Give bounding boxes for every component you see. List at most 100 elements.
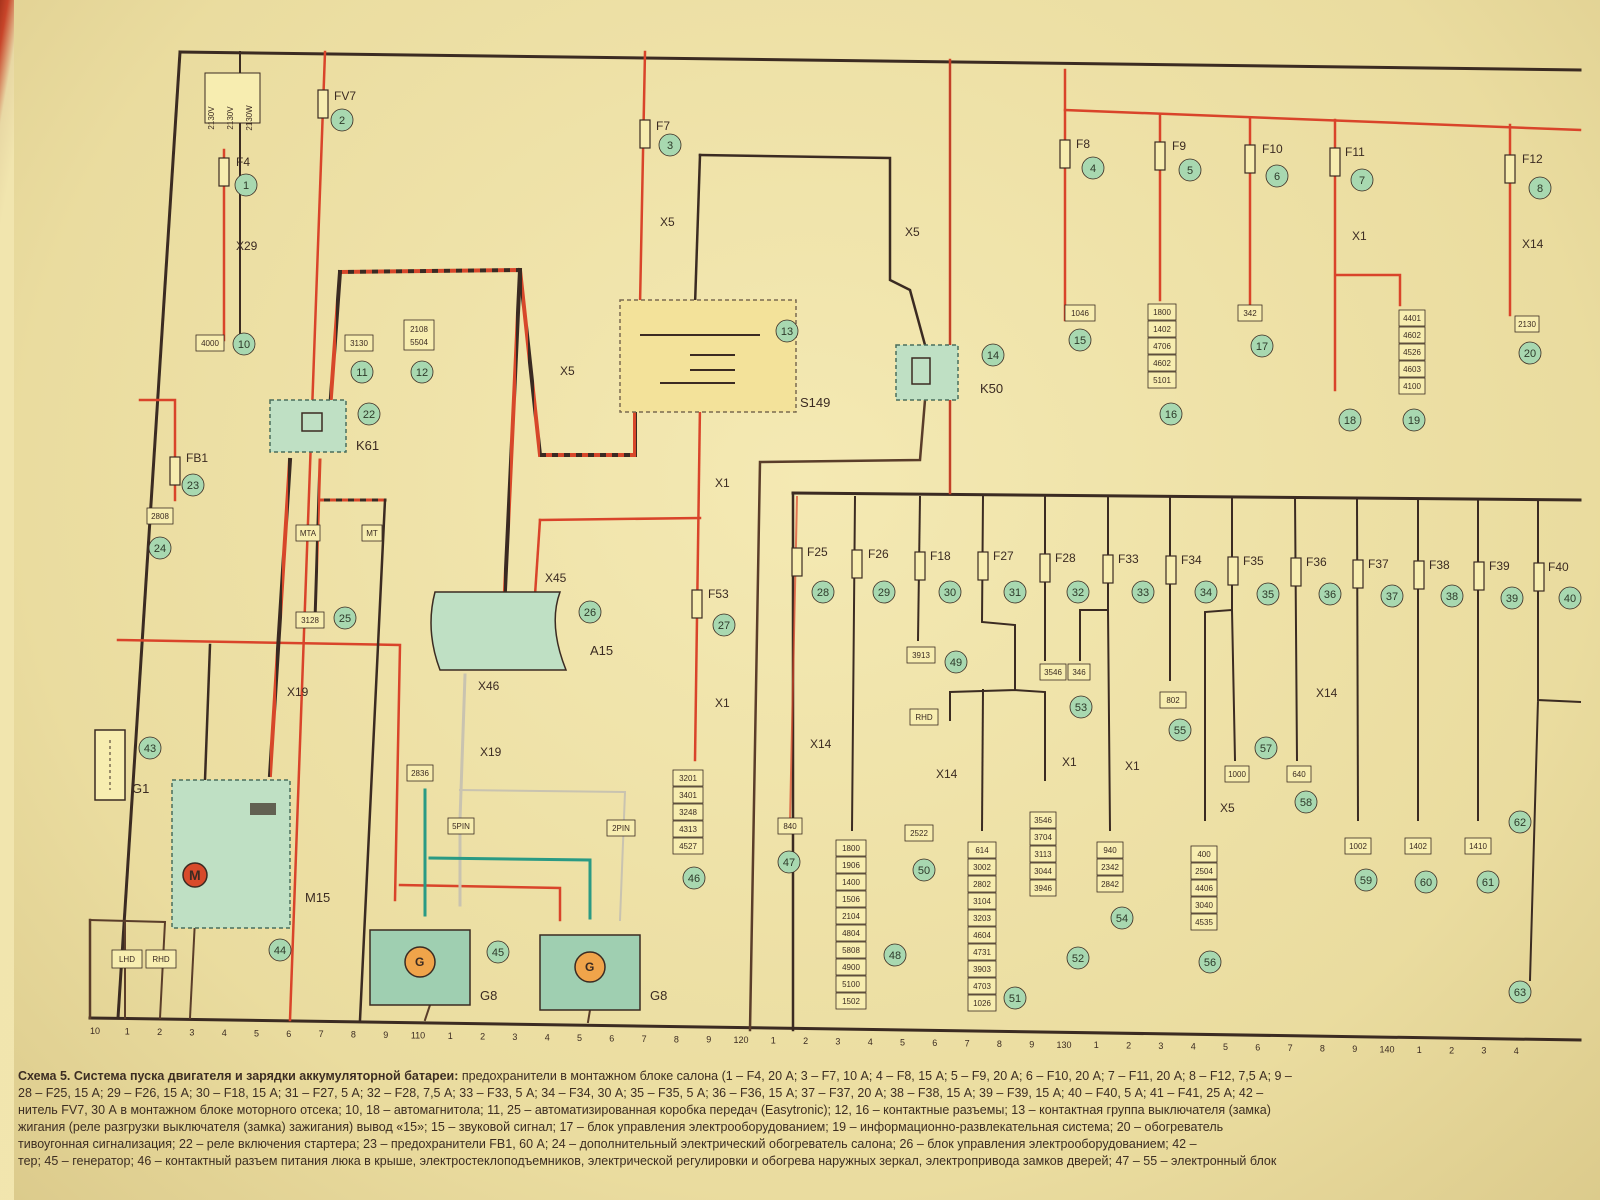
code-stack-cell <box>1398 360 1426 378</box>
fuse-label: F7 <box>656 119 670 133</box>
component-label: M15 <box>305 890 330 905</box>
code-stack-value: 5100 <box>842 980 860 989</box>
code-stack-cell <box>967 960 997 978</box>
component-label: K50 <box>980 381 1003 396</box>
bottom-scale-number: 1 <box>448 1031 453 1041</box>
code-stack-value: 3203 <box>973 914 991 923</box>
code-box: 3128 <box>301 616 319 625</box>
code-stack-cell <box>967 926 997 944</box>
code-stack-value: 3903 <box>973 965 991 974</box>
bottom-scale-number: 3 <box>1158 1041 1163 1051</box>
code-box: 2130V <box>226 106 235 130</box>
code-box: 3130 <box>350 339 368 348</box>
component-label: G8 <box>480 988 497 1003</box>
connector-label: X1 <box>715 476 730 490</box>
callout-number: 4 <box>1090 163 1096 175</box>
fuse-label: F34 <box>1181 553 1202 567</box>
bottom-scale-number: 1 <box>1094 1040 1099 1050</box>
code-stack-value: 1402 <box>1153 325 1171 334</box>
code-stack-cell <box>835 873 867 891</box>
bottom-scale-number: 1 <box>771 1036 776 1046</box>
code-stack-cell <box>967 909 997 927</box>
callout-number: 45 <box>492 947 504 959</box>
fuse-label: F10 <box>1262 142 1283 156</box>
code-stack-value: 3104 <box>973 897 991 906</box>
code-box: RHD <box>152 955 170 964</box>
code-stack-cell <box>1096 875 1124 893</box>
generator-icon <box>574 951 606 983</box>
connector-label: X1 <box>1062 755 1077 769</box>
code-stack-value: 3946 <box>1034 884 1052 893</box>
code-stack-value: 2802 <box>973 880 991 889</box>
code-box: 640 <box>1292 770 1306 779</box>
code-stack-value: 1506 <box>842 895 860 904</box>
code-stack-value: 2342 <box>1101 863 1119 872</box>
caption-title: Схема 5. Система пуска двигателя и заряд… <box>18 1069 459 1083</box>
bottom-scale-number: 5 <box>254 1028 259 1038</box>
code-boxes: 4000 3130 2108 5504 2808 MTA MT 3128 283… <box>111 105 1540 969</box>
callout-number: 17 <box>1256 341 1268 353</box>
code-box: 5504 <box>410 338 428 347</box>
component-label: S149 <box>800 395 830 410</box>
connector-label: X19 <box>480 745 502 759</box>
callout-number: 40 <box>1564 593 1576 605</box>
generator-letter: G <box>415 955 424 969</box>
callout-number: 59 <box>1360 875 1372 887</box>
code-stack-value: 1026 <box>973 999 991 1008</box>
fuse-label: F27 <box>993 549 1014 563</box>
bottom-scale-number: 3 <box>512 1032 517 1042</box>
bottom-scale-number: 120 <box>733 1035 748 1045</box>
callout-number: 44 <box>274 945 286 957</box>
connector-label: X5 <box>1220 801 1235 815</box>
code-box: 3546 <box>1044 668 1062 677</box>
callout-number: 10 <box>238 339 250 351</box>
code-box: MT <box>366 529 378 538</box>
code-stack-cell <box>1464 837 1492 855</box>
code-stack-cell <box>1029 862 1057 880</box>
connector-label: X14 <box>936 767 958 781</box>
callout-number: 52 <box>1072 953 1084 965</box>
bottom-scale-number: 4 <box>545 1032 550 1042</box>
bottom-scale-number: 6 <box>609 1033 614 1043</box>
code-stack-value: 3002 <box>973 863 991 872</box>
callout-number: 33 <box>1137 587 1149 599</box>
callout-number: 6 <box>1274 171 1280 183</box>
bottom-scale-number: 5 <box>577 1033 582 1043</box>
ignition-switch-s149 <box>619 299 797 413</box>
callout-number: 15 <box>1074 335 1086 347</box>
code-stack-cell <box>835 958 867 976</box>
code-box: RHD <box>915 713 933 722</box>
code-stack-value: 4401 <box>1403 314 1421 323</box>
fuse-label: F53 <box>708 587 729 601</box>
code-stack-cell <box>1147 371 1177 389</box>
bottom-scale-number: 7 <box>319 1029 324 1039</box>
callout-number: 60 <box>1420 877 1432 889</box>
fuse-label: FB1 <box>186 451 208 465</box>
code-stack-cell <box>835 941 867 959</box>
code-stack-cell <box>1029 811 1057 829</box>
code-stack-value: 4526 <box>1403 348 1421 357</box>
code-stack-value: 3040 <box>1195 901 1213 910</box>
connector-label: X1 <box>715 696 730 710</box>
code-box: 346 <box>1072 668 1086 677</box>
callout-number: 34 <box>1200 587 1212 599</box>
callout-number: 18 <box>1344 415 1356 427</box>
code-stack-value: 1402 <box>1409 842 1427 851</box>
callout-number: 11 <box>356 367 367 379</box>
fuse-label: F26 <box>868 547 889 561</box>
caption-text: жигания (реле разгрузки выключателя (зам… <box>18 1120 1224 1134</box>
code-box: 2108 <box>410 325 428 334</box>
fuse-block-box <box>204 72 261 124</box>
callout-number: 58 <box>1300 797 1312 809</box>
bottom-scale-number: 9 <box>383 1030 388 1040</box>
caption-text: тер; 45 – генератор; 46 – контактный раз… <box>18 1154 1277 1168</box>
connector-label: X14 <box>1316 686 1338 700</box>
fuse-symbols <box>169 89 1545 619</box>
motor-icon <box>182 862 208 888</box>
code-box: 2130W <box>245 105 254 131</box>
code-stack-cell <box>1029 879 1057 897</box>
fuse-label: F9 <box>1172 139 1186 153</box>
connector-label: X1 <box>1352 229 1367 243</box>
